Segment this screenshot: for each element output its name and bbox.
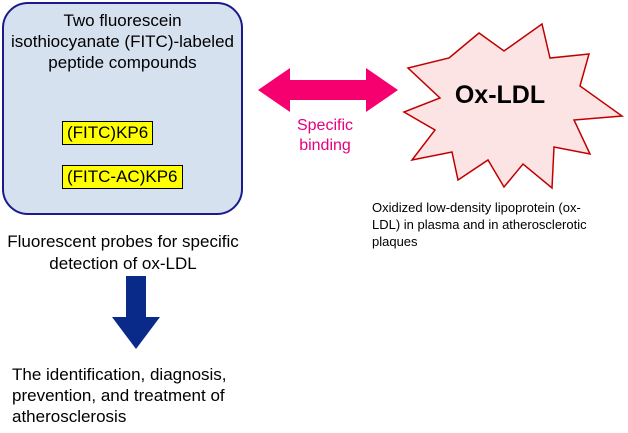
probes-label: Fluorescent probes for specific detectio… bbox=[7, 232, 239, 273]
binding-label: Specific binding bbox=[296, 117, 354, 154]
outcome-label: The identification, diagnosis, preventio… bbox=[12, 365, 227, 426]
down-arrow bbox=[112, 276, 160, 349]
ox-ldl-label: Ox-LDL bbox=[454, 81, 546, 109]
ox-ldl-description: Oxidized low-density lipoprotein (ox- LD… bbox=[372, 200, 587, 249]
ox-ldl-burst bbox=[402, 22, 625, 190]
double-headed-binding-arrow bbox=[258, 68, 398, 112]
compound-label-fitc-ac-kp6: (FITC-AC)KP6 bbox=[62, 165, 183, 189]
panel-title: Two fluorescein isothiocyanate (FITC)-la… bbox=[11, 11, 234, 72]
probe-compounds-panel: Two fluorescein isothiocyanate (FITC)-la… bbox=[2, 2, 243, 215]
compound-label-fitc-kp6: (FITC)KP6 bbox=[62, 121, 154, 145]
